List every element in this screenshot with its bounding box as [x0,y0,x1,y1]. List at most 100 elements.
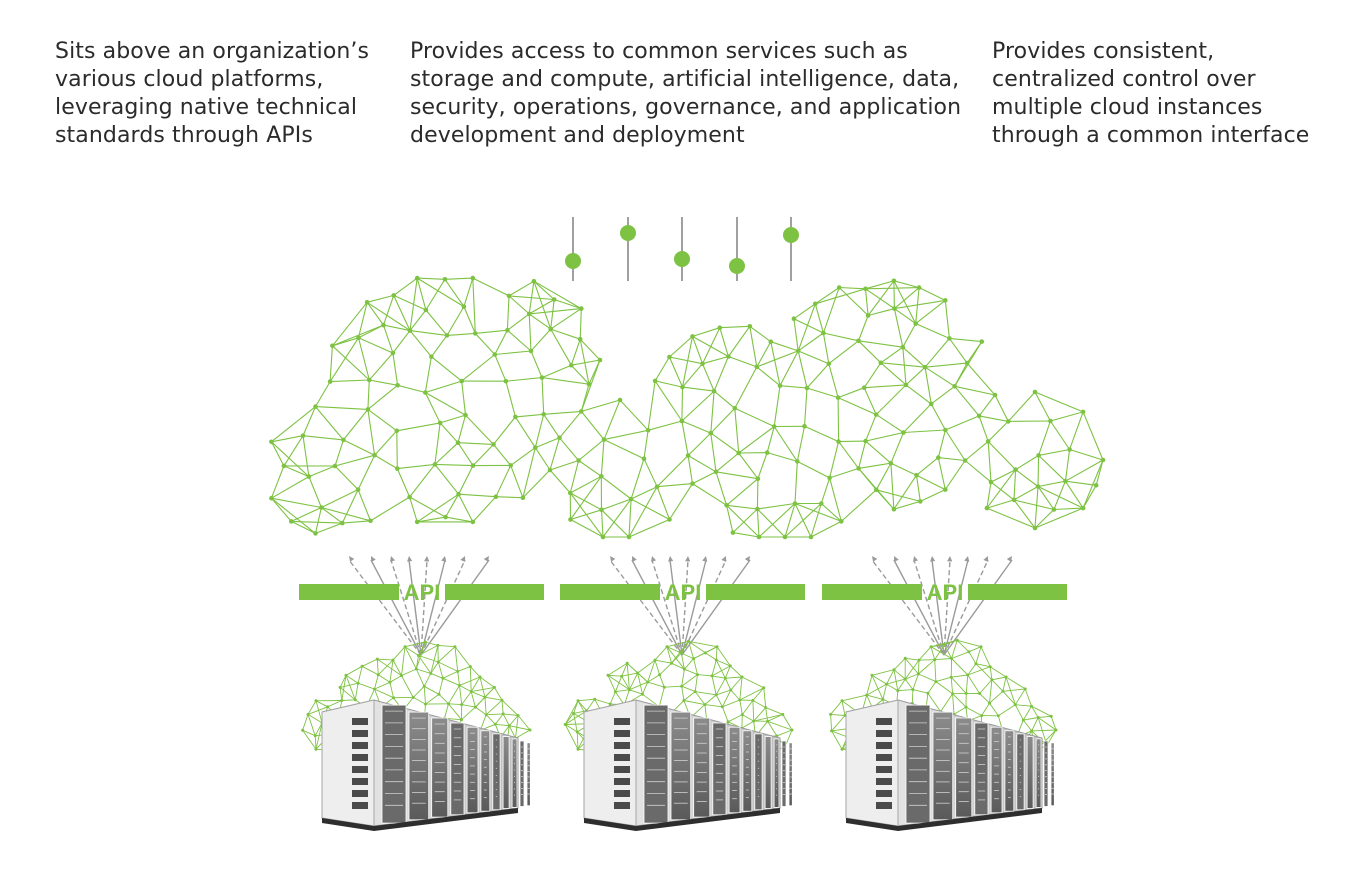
network-node [501,712,505,716]
network-link [951,640,958,659]
network-link [393,277,418,296]
network-link [886,683,899,692]
network-link [339,687,356,701]
rack-slot [614,778,630,785]
network-node [736,450,741,456]
network-link [374,430,398,456]
network-link [509,725,531,731]
network-link [904,658,919,675]
network-link [702,355,729,365]
network-node [985,439,991,444]
network-node [724,503,729,508]
network-link [765,707,783,715]
network-link [392,352,399,386]
network-node [654,484,660,490]
network-node [478,675,482,679]
network-link [474,333,496,355]
network-node [980,714,984,718]
network-link [358,337,394,354]
network-node [839,519,844,524]
network-link [830,713,846,716]
network-link [757,508,786,538]
network-link [1005,676,1026,690]
api-arrow-head [1006,556,1012,562]
network-link [945,415,980,431]
network-link [444,703,449,719]
network-link [484,696,503,701]
network-link [501,700,504,714]
network-link [1022,719,1033,732]
network-node [344,673,348,677]
network-link [515,729,531,739]
network-link [654,659,672,664]
network-link [793,303,816,320]
network-link [871,675,884,700]
network-node [390,350,396,356]
network-node [503,378,509,384]
network-link [693,652,706,660]
network-link [924,366,955,387]
network-link [935,676,952,683]
network-node [856,466,861,471]
network-node [1093,483,1099,488]
network-link [342,520,371,524]
network-link [302,406,317,436]
network-link [927,681,937,694]
network-node [942,643,946,647]
rack-slot [876,790,892,797]
network-link [701,363,715,392]
network-link [918,659,935,675]
rack-slot [876,718,892,725]
network-node [740,713,744,717]
network-link [1065,480,1097,486]
network-link [457,442,494,445]
network-link [415,655,419,670]
network-link [438,693,449,705]
rack-slot [614,718,630,725]
network-node [395,383,400,388]
network-link [315,700,328,708]
network-link [756,341,772,368]
network-link [508,280,535,297]
network-link [461,381,467,416]
network-link [291,520,316,534]
network-link [930,403,946,431]
network-link [314,722,323,736]
network-node [459,378,465,384]
network-link [979,679,993,694]
api-arrow-head [702,556,708,562]
network-link [766,426,775,453]
network-link [893,657,906,671]
network-link [357,337,370,381]
network-link [1050,411,1084,422]
network-link [968,646,982,653]
network-link [1014,704,1024,721]
network-link [975,663,991,668]
network-link [396,422,441,432]
network-link [694,691,706,705]
network-link [321,507,343,524]
network-link [307,714,316,736]
network-node [626,534,632,540]
api-arrow-head [894,556,899,562]
network-link [578,439,605,461]
network-link [564,724,579,750]
network-node [756,534,762,540]
network-node [568,490,573,496]
network-link [329,337,359,382]
network-link [397,384,426,394]
network-node [646,680,650,684]
network-link [507,329,532,352]
network-link [830,714,833,731]
network-link [396,468,411,498]
network-node [392,696,395,700]
network-node [711,388,717,394]
network-node [281,463,287,469]
network-node [453,645,457,649]
network-node [795,459,800,464]
network-link [392,646,406,661]
network-link [329,345,333,382]
network-link [339,675,347,688]
network-link [738,426,775,454]
network-link [657,483,693,488]
